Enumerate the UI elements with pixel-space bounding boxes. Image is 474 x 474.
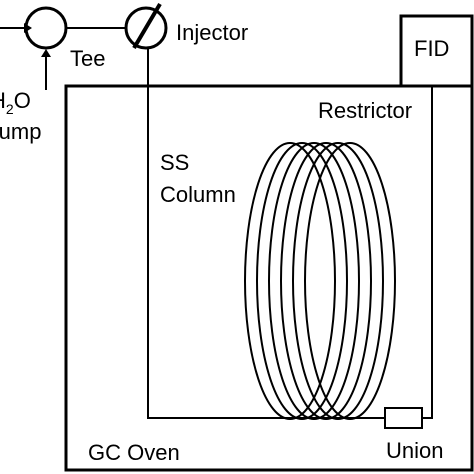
ss-column-label-line2: Column (160, 182, 236, 207)
restrictor-label: Restrictor (318, 98, 412, 123)
restrictor-line (422, 86, 433, 419)
column-coil-loop (256, 142, 348, 420)
injector-circle (124, 6, 168, 50)
fid-label: FID (414, 36, 449, 61)
gc-oven-label: GC Oven (88, 440, 180, 465)
union-box (384, 407, 423, 429)
column-coil-loop (244, 142, 336, 420)
column-coil-loop (268, 142, 360, 420)
column-coil-loop (280, 142, 372, 420)
ss-column-label-line1: SS (160, 150, 189, 175)
pump-label-line2: Pump (0, 119, 41, 144)
column-coil-loop (292, 142, 384, 420)
pump-label-line1: H2O (0, 88, 31, 117)
injector-slash (132, 2, 162, 50)
injector-label: Injector (176, 20, 248, 45)
gc-oven-box (64, 84, 474, 472)
column-coil-loop (304, 142, 396, 420)
column-coil (244, 142, 396, 420)
union-label: Union (386, 438, 443, 463)
tee-label: Tee (70, 46, 105, 71)
pump-arrowhead (41, 49, 51, 57)
fid-box (399, 14, 474, 88)
